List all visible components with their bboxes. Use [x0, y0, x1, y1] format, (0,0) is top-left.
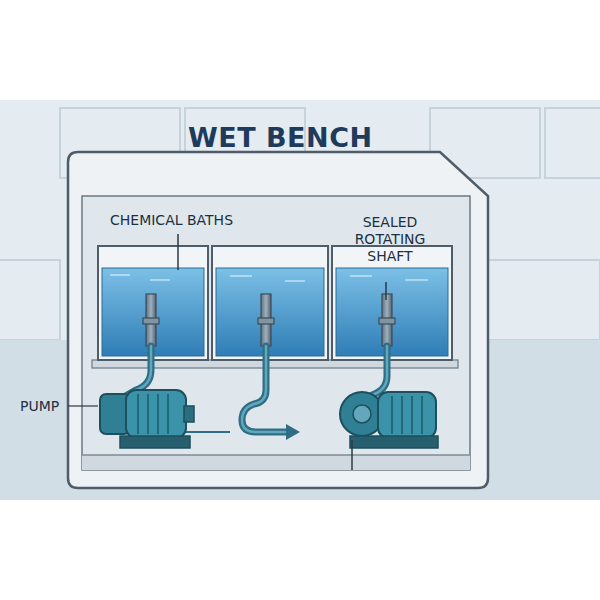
- part-label: PUMP: [20, 398, 59, 415]
- part-label: SEALED ROTATING SHAFT: [336, 214, 444, 265]
- diagram-title: WET BENCH: [188, 122, 373, 153]
- part-label: CHEMICAL BATHS: [110, 212, 233, 229]
- pump-left: [100, 390, 194, 448]
- pump-right: [340, 392, 438, 448]
